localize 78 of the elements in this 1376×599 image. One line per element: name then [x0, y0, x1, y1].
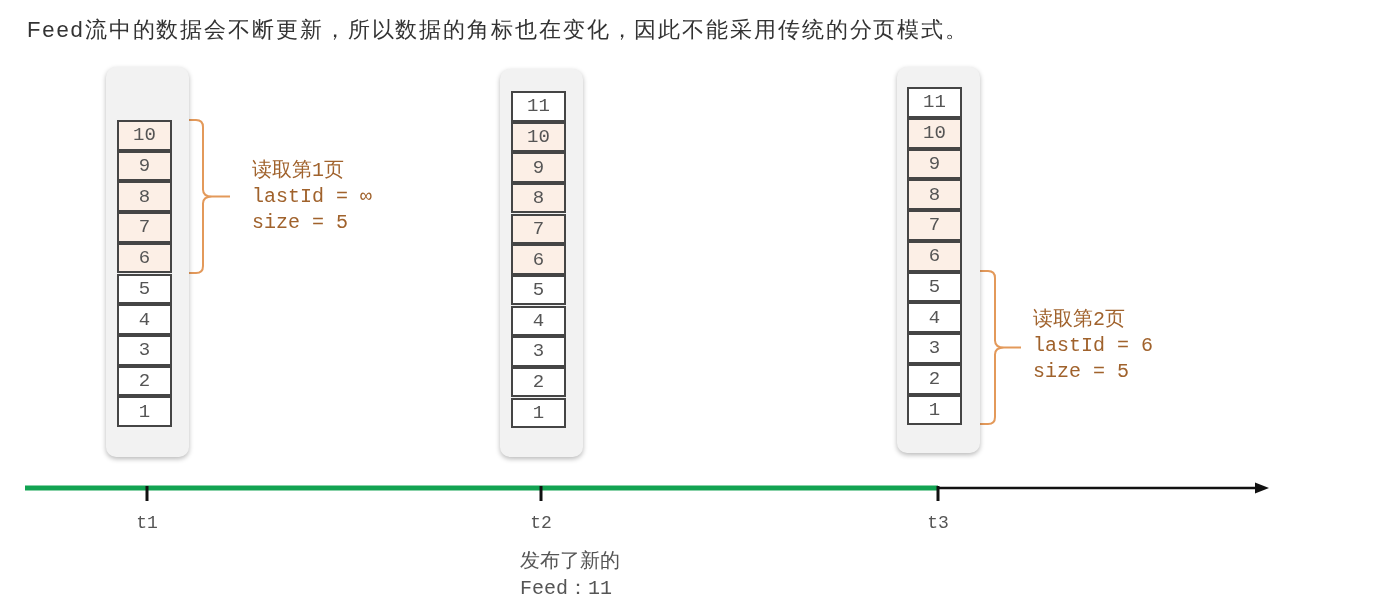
feed-item-box [511, 274, 566, 306]
bracket-note: lastId = 6 [1033, 333, 1154, 359]
list-panel [106, 67, 189, 457]
item-id: 10 [923, 122, 946, 145]
list-panel [897, 67, 980, 453]
feed-item-box [117, 212, 172, 243]
item-id: 7 [532, 217, 545, 240]
feed-item-box [907, 333, 962, 364]
feed-item-box [117, 396, 172, 427]
item-id: 4 [928, 306, 941, 329]
item-id: 3 [138, 339, 151, 362]
feed-item-box [907, 302, 962, 334]
feed-item-box [511, 121, 566, 153]
feed-item-box [117, 365, 172, 397]
feed-item-box [907, 240, 962, 272]
title-text: Feed流中的数据会不断更新，所以数据的角标也在变化，因此不能采用传统的分页模式。 [27, 16, 970, 44]
item-id: 6 [928, 245, 941, 268]
feed-item-box [117, 304, 172, 335]
bracket-note: 读取第1页 [252, 158, 344, 184]
bracket-note: 读取第2页 [1033, 307, 1125, 333]
feed-item-box [511, 336, 566, 367]
feed-item-box [907, 87, 962, 118]
item-id: 4 [532, 309, 545, 332]
item-id: 9 [532, 156, 545, 179]
item-id: 2 [532, 371, 545, 394]
bracket-note: lastId = ∞ [252, 184, 373, 210]
feed-item-box [907, 271, 962, 303]
event-note: 发布了新的Feed：11 [520, 549, 621, 599]
item-id: 8 [532, 187, 545, 210]
feed-item-box [907, 394, 962, 426]
item-id: 1 [928, 398, 941, 421]
feed-item-box [117, 150, 172, 182]
feed-item-box [907, 210, 962, 241]
feed-item-box [117, 273, 172, 305]
item-id: 6 [138, 247, 151, 270]
feed-item-box [511, 244, 566, 275]
item-id: 10 [527, 125, 550, 148]
bracket-note: size = 5 [1033, 359, 1129, 385]
time-label: t2 [529, 512, 553, 534]
feed-item-box [117, 242, 172, 274]
bracket-note: size = 5 [252, 210, 348, 236]
item-id: 4 [138, 308, 151, 331]
item-id: 11 [527, 95, 550, 118]
feed-item-box [511, 397, 566, 429]
item-id: 8 [138, 185, 151, 208]
feed-item-box [511, 91, 566, 122]
time-label: t3 [926, 512, 950, 534]
feed-item-box [511, 305, 566, 337]
item-id: 2 [138, 369, 151, 392]
feed-item-box [907, 179, 962, 211]
item-id: 9 [928, 152, 941, 175]
feed-item-box [907, 117, 962, 149]
item-id: 1 [138, 400, 151, 423]
item-id: 7 [138, 216, 151, 239]
list-panel [500, 69, 583, 457]
feed-item-box [117, 181, 172, 213]
feed-item-box [511, 213, 566, 245]
item-id: 5 [928, 275, 941, 298]
item-id: 5 [138, 277, 151, 300]
feed-item-box [511, 182, 566, 214]
feed-item-box [117, 120, 172, 151]
item-id: 2 [928, 368, 941, 391]
item-id: 10 [133, 124, 156, 147]
item-id: 11 [923, 91, 946, 114]
feed-item-box [907, 363, 962, 395]
feed-item-box [117, 334, 172, 366]
feed-item-box [511, 152, 566, 183]
item-id: 3 [928, 337, 941, 360]
item-id: 7 [928, 214, 941, 237]
item-id: 8 [928, 183, 941, 206]
item-id: 1 [532, 401, 545, 424]
item-id: 5 [532, 279, 545, 302]
item-id: 9 [138, 155, 151, 178]
feed-item-box [511, 366, 566, 398]
item-id: 6 [532, 248, 545, 271]
item-id: 3 [532, 340, 545, 363]
time-label: t1 [135, 512, 159, 534]
feed-item-box [907, 148, 962, 180]
